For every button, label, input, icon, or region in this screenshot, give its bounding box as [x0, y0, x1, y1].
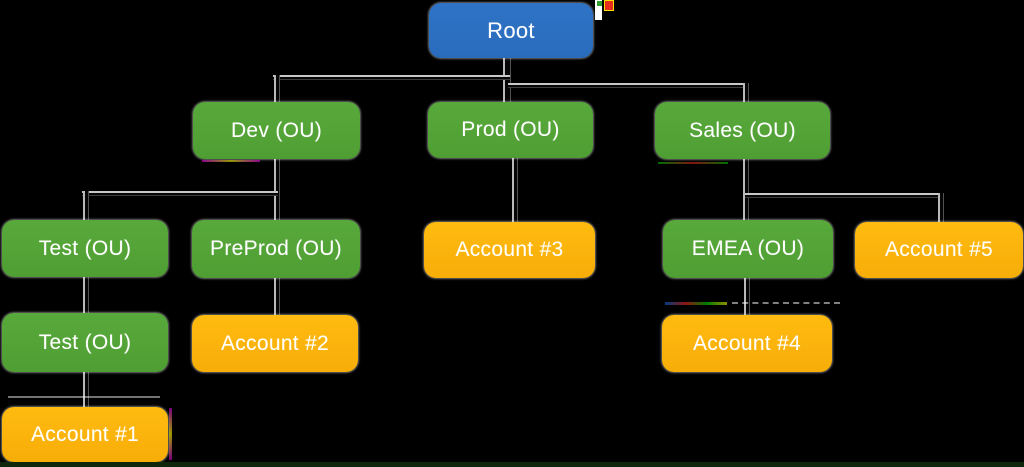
connector-test-account1 [83, 372, 89, 407]
connector-test-test [83, 277, 89, 313]
artifact-bottom-strip [0, 462, 1024, 467]
connector-dev-children-horizontal [82, 191, 278, 196]
artifact-sales-glitch [658, 162, 728, 164]
node-root: Root [429, 3, 593, 58]
connector-sales-children-horizontal [745, 193, 942, 198]
connector-sales-emea [743, 159, 749, 220]
connector-emea-account4 [744, 278, 750, 315]
connector-root-dev-horizontal [273, 75, 510, 80]
connector-preprod-account2 [274, 278, 280, 315]
artifact-green-pixel [597, 1, 602, 6]
node-test-ou-level3: Test (OU) [2, 220, 168, 277]
connector-dev-test-drop [83, 191, 89, 220]
node-account-2: Account #2 [192, 315, 358, 372]
connector-root-sales-drop [743, 83, 749, 102]
artifact-emea-dash [732, 302, 840, 304]
node-account-5: Account #5 [855, 222, 1023, 278]
artifact-account1-streak [8, 396, 160, 398]
node-test-ou-level4: Test (OU) [2, 313, 168, 372]
connector-dev-preprod [274, 159, 280, 220]
node-dev-ou: Dev (OU) [193, 102, 360, 159]
artifact-magenta-sliver [169, 408, 172, 460]
connector-prod-account3 [512, 158, 518, 222]
connector-root-sales-horizontal [508, 83, 748, 88]
node-account-4: Account #4 [662, 315, 832, 372]
artifact-white-bar [595, 0, 602, 20]
node-preprod-ou: PreProd (OU) [192, 220, 360, 278]
node-account-1: Account #1 [2, 407, 168, 462]
connector-root-dev-drop [274, 75, 280, 102]
connector-sales-account5-drop [938, 193, 944, 222]
node-account-3: Account #3 [424, 222, 595, 278]
node-emea-ou: EMEA (OU) [663, 220, 833, 278]
artifact-dev-glitch [202, 160, 260, 162]
node-prod-ou: Prod (OU) [428, 102, 593, 158]
artifact-emea-glitch [665, 302, 727, 305]
node-sales-ou: Sales (OU) [655, 102, 830, 159]
artifact-red-pixel [604, 0, 614, 11]
